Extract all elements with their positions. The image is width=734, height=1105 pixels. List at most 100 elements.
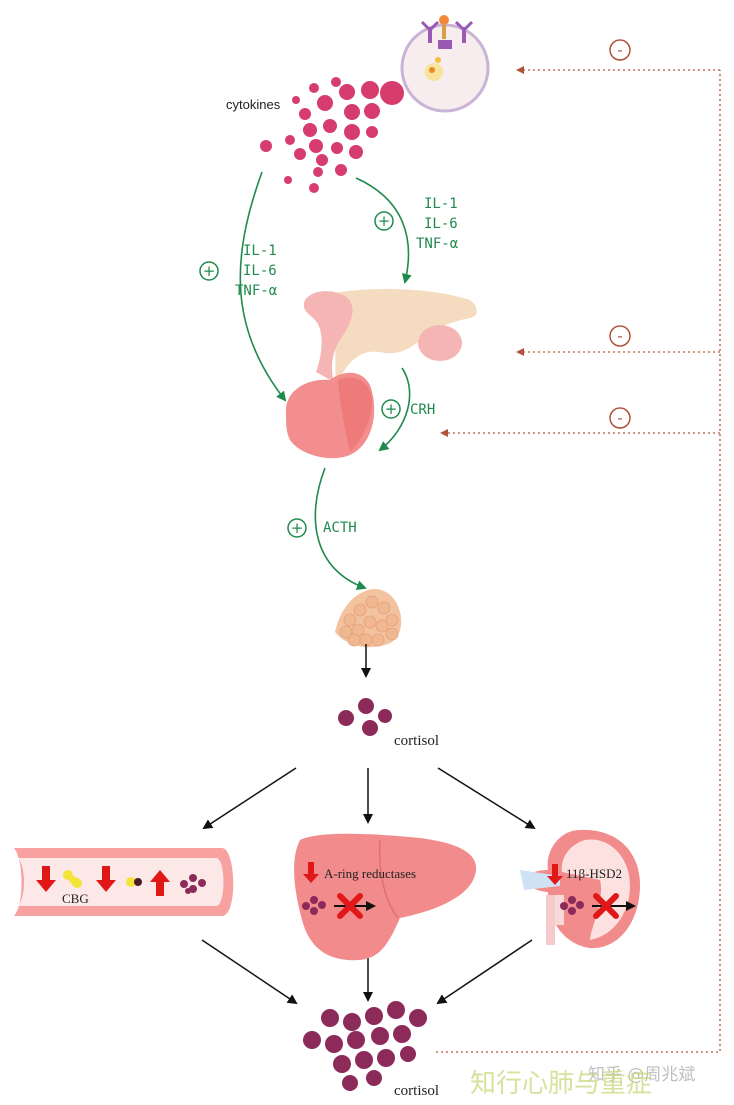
- cortisol-molecule: [338, 710, 354, 726]
- pituitary: [285, 372, 375, 459]
- cytokine-dot: [364, 103, 380, 119]
- cortisol-molecule: [198, 879, 206, 887]
- cortisol-cluster-middle: [338, 698, 392, 736]
- cytokine-to-hypothalamus-arrow: [355, 177, 412, 284]
- liver: [294, 833, 477, 961]
- cortisol-molecule: [378, 709, 392, 723]
- up-arrow-icon: [150, 870, 170, 896]
- blocked-cross-icon: [593, 893, 619, 919]
- cortisol-molecule: [325, 1035, 343, 1053]
- cytokine-list-left: IL-1 IL-6 TNF-α: [235, 243, 278, 299]
- svg-text:-: -: [617, 41, 622, 59]
- cortisol-in-kidney: [560, 896, 584, 915]
- cortisol-molecule: [393, 1025, 411, 1043]
- watermark-title: 知行心肺与重症: [470, 1069, 652, 1099]
- hsd2-label: 11β-HSD2: [566, 866, 622, 881]
- cortisol-molecule: [568, 896, 576, 904]
- negative-feedback-path: [436, 66, 721, 1053]
- cytokine-dot: [349, 145, 363, 159]
- plus-sign-right: +: [374, 211, 394, 231]
- cytokine-dot: [335, 164, 347, 176]
- hypothalamus: [303, 289, 477, 382]
- cytokine-dot: [339, 84, 355, 100]
- cortisol-molecule: [310, 896, 318, 904]
- cortisol-molecule: [189, 874, 197, 882]
- cytokines-label: cytokines: [226, 97, 281, 112]
- cytokine-dot: [361, 81, 379, 99]
- plus-sign-left: +: [199, 261, 219, 281]
- svg-text:-: -: [617, 409, 622, 427]
- cytokine-dot: [292, 96, 300, 104]
- cortisol-molecule: [576, 901, 584, 909]
- cortisol-label-middle: cortisol: [394, 733, 439, 749]
- cytokine-to-pituitary-arrow: [239, 171, 287, 402]
- minus-sign-immune: -: [609, 39, 631, 61]
- blood-vessel: [14, 848, 234, 916]
- watermark-author: 知乎 @周兆斌: [588, 1065, 695, 1085]
- svg-text:-: -: [617, 327, 622, 345]
- cortisol-molecule: [568, 907, 576, 915]
- cortisol-molecule: [409, 1009, 427, 1027]
- cytokine-dot: [344, 104, 360, 120]
- svg-text:+: +: [203, 262, 216, 280]
- svg-text:IL-1: IL-1: [243, 243, 277, 259]
- plus-sign-crh: +: [381, 399, 401, 419]
- cortisol-molecule: [387, 1001, 405, 1019]
- adrenal-lobule: [385, 627, 399, 641]
- acth-arrow: [314, 467, 367, 590]
- down-arrow-icon: [96, 866, 116, 892]
- adrenal-lobule: [375, 619, 389, 633]
- cortisol-molecule: [560, 902, 568, 910]
- cortisol-molecule: [303, 1031, 321, 1049]
- bound-cortisol-molecule: [126, 877, 142, 887]
- adrenal-lobule: [343, 613, 357, 627]
- cytokine-dot: [366, 126, 378, 138]
- cytokine-dot: [344, 124, 360, 140]
- cortisol-molecule: [321, 1009, 339, 1027]
- blocked-cross-icon: [337, 893, 363, 919]
- a-ring-reductases-label: A-ring reductases: [324, 866, 416, 881]
- cytokine-dot: [309, 83, 319, 93]
- adrenal-lobule: [365, 595, 379, 609]
- cytokine-dot: [309, 139, 323, 153]
- cytokine-dot: [299, 108, 311, 120]
- svg-text:+: +: [291, 519, 304, 537]
- cortisol-to-kidney-arrow: [437, 767, 536, 830]
- cytokine-dot: [294, 148, 306, 160]
- down-arrow-icon: [547, 864, 563, 885]
- adrenal-lobule: [363, 615, 377, 629]
- cortisol-label-bottom: cortisol: [394, 1083, 439, 1099]
- cortisol-molecule: [342, 1075, 358, 1091]
- cytokine-list-right: IL-1 IL-6 TNF-α: [416, 196, 459, 252]
- cortisol-to-vessel-arrow: [202, 767, 297, 830]
- cortisol-molecule: [318, 901, 326, 909]
- down-arrow-icon: [303, 862, 319, 883]
- adrenal-lobule: [347, 633, 361, 647]
- adrenal-lobule: [353, 603, 367, 617]
- cortisol-molecule: [302, 902, 310, 910]
- cytokine-dot: [303, 123, 317, 137]
- svg-text:+: +: [378, 212, 391, 230]
- cbg-label: CBG: [62, 891, 89, 906]
- svg-text:IL-1: IL-1: [424, 196, 458, 212]
- immune-cell: [400, 15, 490, 113]
- cortisol-molecule: [310, 907, 318, 915]
- adrenal-gland: [335, 589, 402, 648]
- crh-arrow: [378, 367, 411, 452]
- cytokine-cluster: [260, 77, 404, 193]
- acth-label: ACTH: [323, 520, 357, 536]
- kidney: [520, 829, 640, 949]
- svg-text:TNF-α: TNF-α: [235, 283, 278, 299]
- svg-text:IL-6: IL-6: [243, 263, 277, 279]
- minus-sign-hypothalamus: -: [609, 325, 631, 347]
- cytokine-dot: [316, 154, 328, 166]
- cortisol-in-liver: [302, 896, 326, 915]
- cortisol-molecule: [362, 720, 378, 736]
- cortisol-molecule: [400, 1046, 416, 1062]
- vessel-to-cortisol-arrow: [201, 939, 298, 1005]
- cortisol-molecule: [180, 880, 188, 888]
- adrenal-lobule: [377, 601, 391, 615]
- cytokine-dot: [309, 183, 319, 193]
- kidney-to-cortisol-arrow: [436, 939, 533, 1005]
